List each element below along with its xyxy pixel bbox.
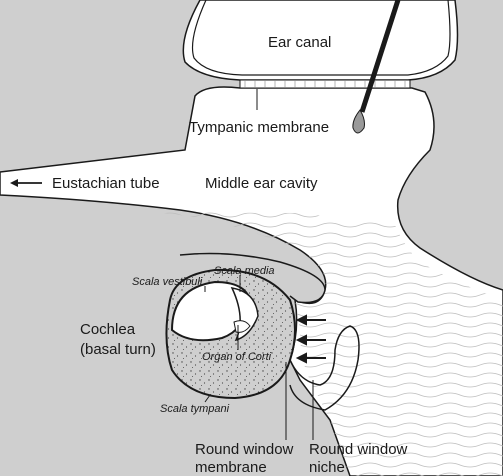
label-round-window-niche-line1: Round window [309, 441, 408, 458]
label-cochlea-line1: Cochlea [80, 321, 136, 338]
label-organ-of-corti: Organ of Corti [202, 351, 272, 363]
label-middle-ear-cavity: Middle ear cavity [205, 175, 318, 192]
label-eustachian-tube: Eustachian tube [52, 175, 160, 192]
label-scala-media: Scala media [214, 265, 275, 277]
label-cochlea-line2: (basal turn) [80, 341, 156, 358]
label-round-window-membrane-line1: Round window [195, 441, 294, 458]
label-round-window-niche-line2: niche [309, 459, 345, 476]
label-tympanic-membrane: Tympanic membrane [189, 119, 329, 136]
label-scala-tympani: Scala tympani [160, 403, 230, 415]
label-round-window-membrane-line2: membrane [195, 459, 267, 476]
label-scala-vestibuli: Scala vestibuli [132, 276, 203, 288]
label-ear-canal: Ear canal [268, 34, 331, 51]
